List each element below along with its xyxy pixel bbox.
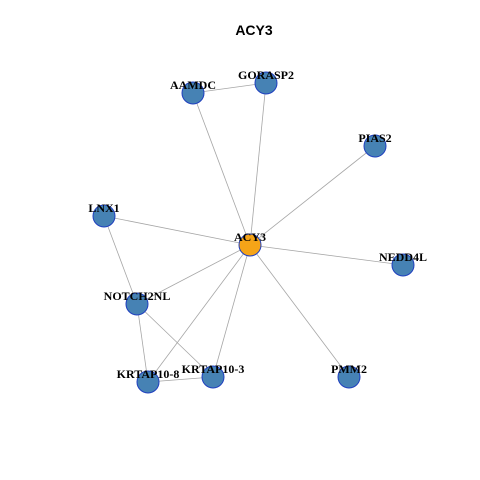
- edge-aamdc-acy3: [192, 92, 251, 246]
- node-label-aamdc: AAMDC: [170, 78, 216, 92]
- edge-notch2nl-acy3: [136, 244, 251, 305]
- nodes-layer: [92, 71, 415, 394]
- edge-krtap10-3-acy3: [212, 244, 251, 378]
- node-gorasp2[interactable]: [254, 71, 278, 95]
- node-label-notch2nl: NOTCH2NL: [104, 289, 171, 303]
- node-lnx1[interactable]: [92, 204, 116, 228]
- node-aamdc[interactable]: [181, 81, 205, 105]
- node-label-krtap10-8: KRTAP10-8: [117, 367, 180, 381]
- edge-nedd4l-acy3: [249, 244, 404, 266]
- node-label-lnx1: LNX1: [88, 201, 119, 215]
- node-label-gorasp2: GORASP2: [238, 68, 294, 82]
- node-acy3[interactable]: [238, 233, 262, 257]
- node-krtap10-8[interactable]: [136, 370, 160, 394]
- graph-title: ACY3: [235, 22, 273, 38]
- edge-krtap10-8-acy3: [147, 244, 251, 383]
- node-label-krtap10-3: KRTAP10-3: [182, 362, 245, 376]
- edge-pias2-acy3: [249, 145, 376, 246]
- node-pias2[interactable]: [363, 134, 387, 158]
- node-krtap10-3[interactable]: [201, 365, 225, 389]
- node-notch2nl[interactable]: [125, 292, 149, 316]
- edge-lnx1-notch2nl: [103, 215, 138, 305]
- edge-notch2nl-krtap10-8: [136, 303, 149, 383]
- edge-aamdc-gorasp2: [192, 82, 267, 94]
- node-label-pmm2: PMM2: [331, 362, 367, 376]
- node-pmm2[interactable]: [337, 365, 361, 389]
- node-nedd4l[interactable]: [391, 253, 415, 277]
- edge-pmm2-acy3: [249, 244, 350, 378]
- edge-notch2nl-krtap10-3: [136, 303, 214, 378]
- node-label-pias2: PIAS2: [358, 131, 391, 145]
- edge-lnx1-acy3: [103, 215, 251, 246]
- edge-gorasp2-acy3: [249, 82, 267, 246]
- node-label-acy3: ACY3: [234, 230, 266, 244]
- node-label-nedd4l: NEDD4L: [379, 250, 427, 264]
